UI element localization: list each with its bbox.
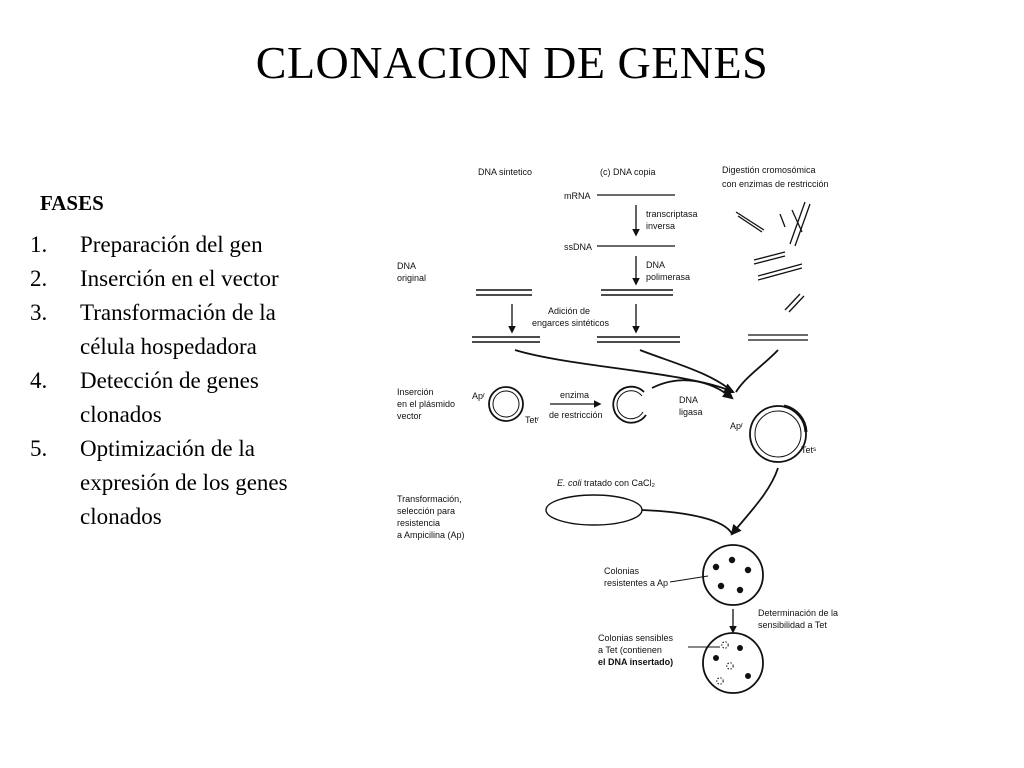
- digestion-label-2: con enzimas de restricción: [722, 179, 829, 189]
- cut-plasmid-inner: [616, 390, 644, 420]
- insercion-label-3: vector: [397, 411, 422, 421]
- phase-text: célula hospedadora: [80, 334, 257, 359]
- merge-curve: [639, 349, 734, 393]
- ligation-arrow: [651, 379, 734, 400]
- phase-text: clonados: [80, 504, 162, 529]
- phase-text: Detección de genes: [80, 368, 259, 393]
- phase-item: 1. Preparación del gen: [30, 228, 360, 262]
- sensibles-label-1: Colonias sensibles: [598, 633, 674, 643]
- plasmid-vector-inner: [492, 390, 520, 418]
- leader-line: [669, 575, 709, 583]
- ecoli-label: E. coli tratado con CaCl₂: [557, 478, 656, 488]
- cloning-diagram-svg: DNA sintetico (c) DNA copia Digestión cr…: [397, 165, 838, 694]
- phase-item: 4. Detección de genes clonados: [30, 364, 360, 432]
- colonias-label-2: resistentes a Ap: [604, 578, 668, 588]
- phase-text: expresión de los genes: [80, 470, 288, 495]
- phase-number: 1.: [30, 232, 48, 257]
- phase-number: 3.: [30, 300, 48, 325]
- phase-number: 2.: [30, 266, 48, 291]
- merge-curve: [735, 349, 779, 393]
- colonias-label-1: Colonias: [604, 566, 640, 576]
- tets-label: Tetˢ: [801, 445, 816, 455]
- phase-number: 4.: [30, 368, 48, 393]
- phase-text: Optimización de la: [80, 436, 255, 461]
- phase-text: clonados: [80, 402, 162, 427]
- cloning-diagram: DNA sintetico (c) DNA copia Digestión cr…: [270, 92, 960, 768]
- polimerasa-label-1: DNA: [646, 260, 665, 270]
- petri-dish-tetracycline: [702, 632, 764, 694]
- sensitive-colonies: [716, 641, 734, 685]
- apr-label-2: Apʳ: [730, 421, 743, 431]
- transform-arrow: [641, 509, 733, 535]
- cut-plasmid: [612, 385, 647, 424]
- tetr-label: Tetʳ: [525, 415, 539, 425]
- petri-dish-ampicillin: [702, 544, 764, 606]
- resistant-colonies: [712, 556, 752, 594]
- inserted-gene: [783, 404, 808, 433]
- polimerasa-label-2: polimerasa: [646, 272, 690, 282]
- phase-text: Transformación de la: [80, 300, 276, 325]
- ecoli-cell: [545, 494, 643, 526]
- phase-text: Inserción en el vector: [80, 266, 279, 291]
- enzima-label-1: enzima: [560, 390, 589, 400]
- transcriptasa-label-1: transcriptasa: [646, 209, 698, 219]
- phases-list: 1. Preparación del gen 2. Inserción en e…: [30, 228, 360, 534]
- surviving-colonies: [713, 645, 751, 679]
- transf-label-1: Transformación,: [397, 494, 462, 504]
- transform-arrow: [730, 467, 779, 536]
- transf-label-3: resistencia: [397, 518, 440, 528]
- dna-fragments: [735, 201, 811, 341]
- determ-label-2: sensibilidad a Tet: [758, 620, 827, 630]
- digestion-label-1: Digestión cromosómica: [722, 165, 816, 175]
- transcriptasa-label-2: inversa: [646, 221, 675, 231]
- sensibles-label-3: el DNA insertado): [598, 657, 673, 667]
- apr-label: Apʳ: [472, 391, 485, 401]
- slide-title: CLONACION DE GENES: [255, 37, 769, 88]
- merge-curve: [514, 349, 735, 394]
- adicion-label-2: engarces sintéticos: [532, 318, 610, 328]
- enzima-label-2: de restricción: [549, 410, 603, 420]
- dna-sintetico-label: DNA sintetico: [478, 167, 532, 177]
- transf-label-4: a Ampicilina (Ap): [397, 530, 465, 540]
- mrna-label: mRNA: [564, 191, 591, 201]
- dna-original-label-1: DNA: [397, 261, 416, 271]
- ssdna-label: ssDNA: [564, 242, 592, 252]
- ligasa-label-1: DNA: [679, 395, 698, 405]
- ligasa-label-2: ligasa: [679, 407, 703, 417]
- sensibles-label-2: a Tet (contienen: [598, 645, 662, 655]
- phase-item: 2. Inserción en el vector: [30, 262, 360, 296]
- phase-text: Preparación del gen: [80, 232, 263, 257]
- phase-item: 3. Transformación de la célula hospedado…: [30, 296, 360, 364]
- transf-label-2: selección para: [397, 506, 455, 516]
- recombinant-plasmid: [749, 405, 807, 463]
- insercion-label-1: Inserción: [397, 387, 434, 397]
- phases-heading: FASES: [40, 191, 104, 215]
- dna-copia-label: (c) DNA copia: [600, 167, 656, 177]
- determ-label-1: Determinación de la: [758, 608, 838, 618]
- plasmid-vector: [488, 386, 524, 422]
- recombinant-plasmid-inner: [754, 410, 802, 458]
- insercion-label-2: en el plásmido: [397, 399, 455, 409]
- phase-number: 5.: [30, 436, 48, 461]
- dna-original-label-2: original: [397, 273, 426, 283]
- phase-item: 5. Optimización de la expresión de los g…: [30, 432, 360, 534]
- adicion-label-1: Adición de: [548, 306, 590, 316]
